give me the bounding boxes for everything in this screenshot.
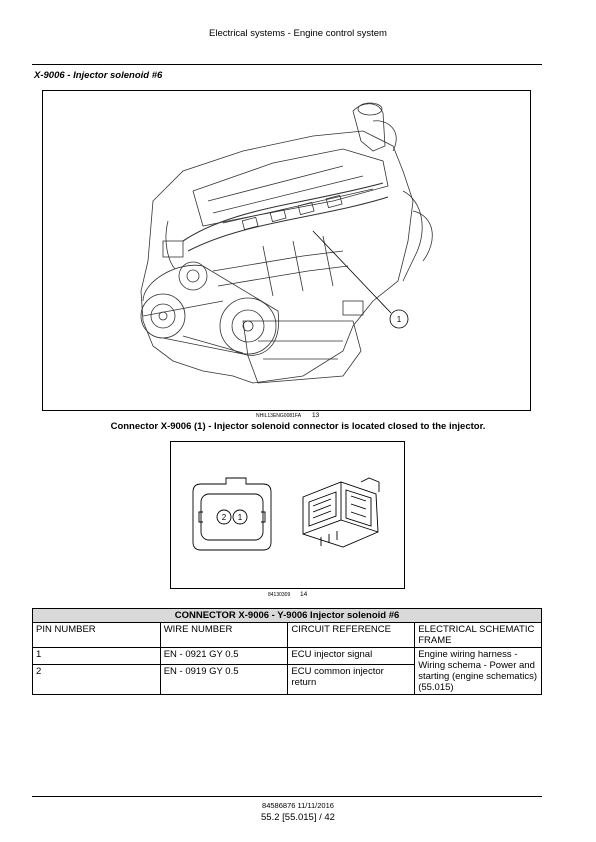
pin-1-label: 1 (238, 513, 243, 522)
table-title-row: CONNECTOR X-9006 - Y-9006 Injector solen… (32, 608, 542, 623)
table-title: CONNECTOR X-9006 - Y-9006 Injector solen… (32, 608, 542, 623)
header-wire-number: WIRE NUMBER (159, 622, 289, 648)
figure-2-code: 84130309 (268, 592, 291, 598)
header-rule (32, 64, 542, 65)
engine-figure: 1 (42, 90, 531, 411)
row-2-circuit: ECU common injector return (287, 663, 416, 696)
engine-illustration: 1 (140, 102, 433, 384)
header-schematic-frame: ELECTRICAL SCHEMATIC FRAME (414, 622, 542, 648)
row-2-wire: EN - 0919 GY 0.5 (159, 663, 289, 696)
section-title: X-9006 - Injector solenoid #6 (34, 70, 163, 81)
figure-1-number: 13 (312, 412, 320, 419)
table-header-row: PIN NUMBER WIRE NUMBER CIRCUIT REFERENCE… (32, 622, 542, 648)
table-row: 2 EN - 0919 GY 0.5 ECU common injector r… (32, 663, 542, 696)
footer-document-id: 84586876 11/11/2016 (262, 801, 334, 810)
header-circuit-reference: CIRCUIT REFERENCE (287, 622, 416, 648)
connector-table: CONNECTOR X-9006 - Y-9006 Injector solen… (32, 608, 542, 696)
schematic-frame-reference: Engine wiring harness - Wiring schema - … (414, 647, 542, 695)
footer-rule (32, 796, 542, 797)
row-1-circuit: ECU injector signal (287, 647, 416, 665)
pin-2-label: 2 (222, 513, 227, 522)
figure-1-caption: Connector X-9006 (1) - Injector solenoid… (110, 421, 486, 432)
row-2-pin: 2 (32, 663, 161, 696)
callout-number: 1 (397, 315, 402, 324)
page-header-title: Electrical systems - Engine control syst… (209, 28, 387, 39)
footer-page-number: 55.2 [55.015] / 42 (261, 812, 335, 823)
connector-figure: 2 1 (170, 441, 405, 589)
row-1-pin: 1 (32, 647, 161, 665)
row-1-wire: EN - 0921 GY 0.5 (159, 647, 289, 665)
connector-illustration: 2 1 (192, 477, 380, 551)
header-pin-number: PIN NUMBER (32, 622, 161, 648)
figure-1-code: NHIL13ENG0081FA (256, 413, 302, 419)
figure-2-number: 14 (300, 591, 308, 598)
table-row: 1 EN - 0921 GY 0.5 ECU injector signal E… (32, 647, 542, 695)
